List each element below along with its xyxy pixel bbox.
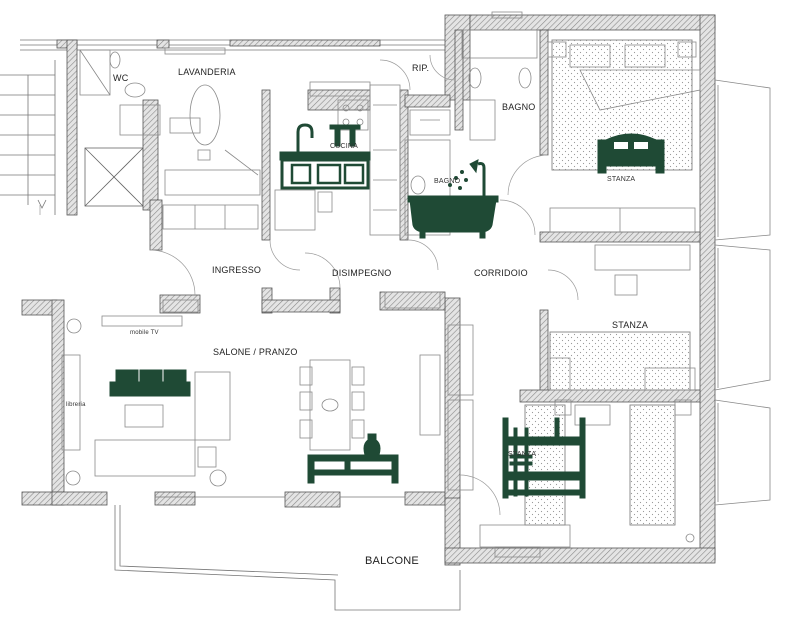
bunk-bed-icon [502,417,586,499]
room-label-cucina: CUCINA [330,143,359,150]
kitchen-icon [279,123,371,190]
room-label-corridoio: CORRIDOIO [474,268,528,278]
furniture [61,11,701,558]
staircase [0,60,56,215]
note-mobile-tv: mobile TV [130,330,159,336]
room-label-salone-pranzo: SALONE / PRANZO [213,347,298,357]
room-label-wc: WC [113,73,129,83]
room-label-lavanderia: LAVANDERIA [178,67,236,77]
room-label-stanza-mid: STANZA [612,320,649,330]
room-label-stanza-top: STANZA [607,176,636,183]
balcone-outline [114,496,461,611]
room-label-balcone: BALCONE [365,555,419,567]
room-label-disimpegno: DISIMPEGNO [332,268,392,278]
tv-console-icon [307,433,399,484]
room-label-bagno-top: BAGNO [502,102,536,112]
room-label-bagno-mid: BAGNO [434,178,461,185]
sofa-icon [109,369,191,397]
note-libreria: libreria [66,402,86,408]
walls [21,14,716,566]
room-label-rip: RIP. [412,63,430,73]
double-bed-icon [597,133,665,174]
right-balconies [714,79,771,506]
bathtub-icon [407,159,499,239]
room-label-stanza-bottom: STANZA [508,451,537,458]
room-label-ingresso: INGRESSO [212,265,262,275]
door-swings [39,54,579,516]
elevator [84,147,144,207]
